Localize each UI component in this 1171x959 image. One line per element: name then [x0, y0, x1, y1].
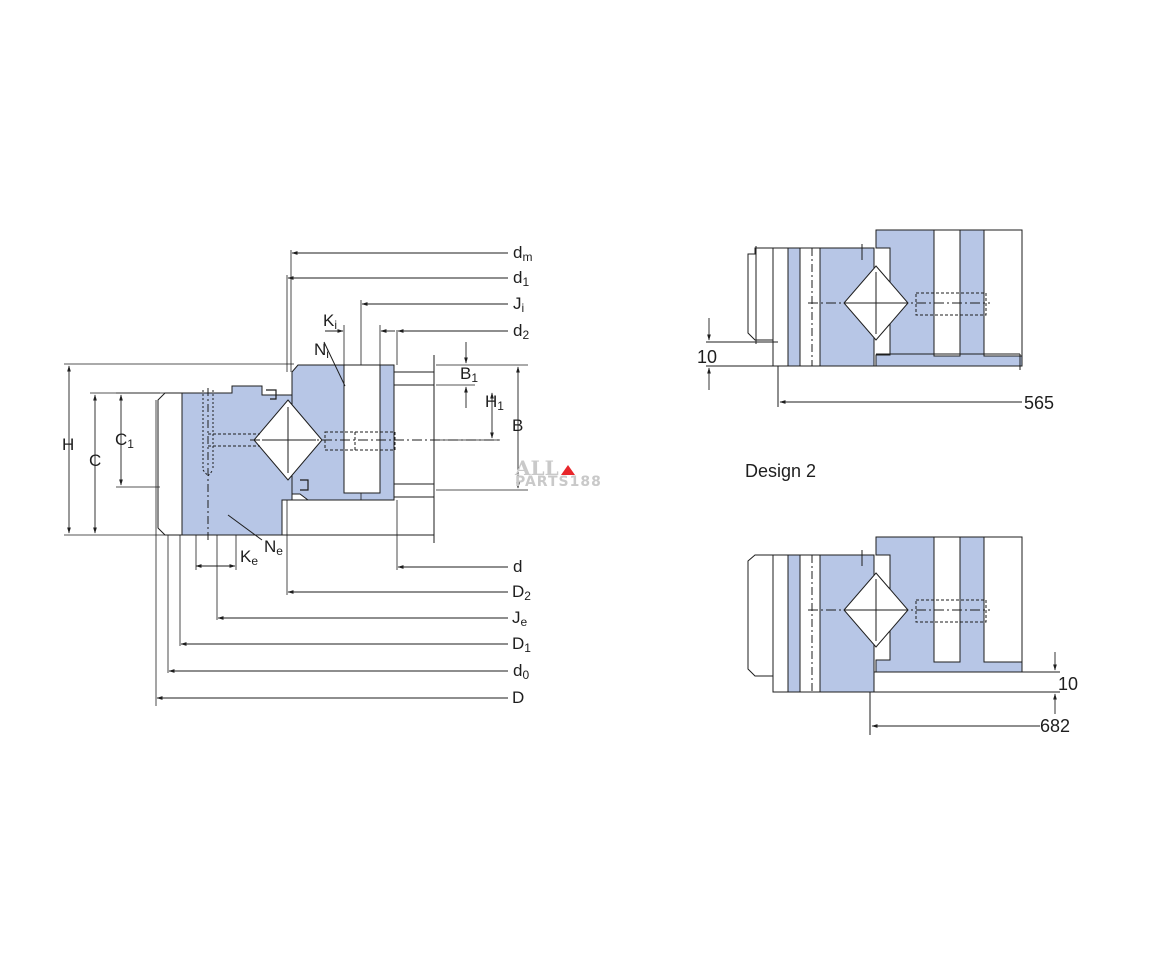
label-B: B: [512, 416, 524, 435]
label-D1: D1: [512, 634, 531, 656]
design2-top-view: [706, 229, 1023, 407]
design-2-title: Design 2: [745, 461, 817, 481]
label-H: H: [62, 435, 75, 454]
bottom-diameter-dimension: 682: [1040, 716, 1071, 736]
extension-lines: [64, 250, 528, 706]
label-Ni: Ni: [314, 340, 329, 362]
label-dm: dm: [513, 243, 533, 265]
label-Ji: Ji: [513, 294, 525, 316]
label-B1: B1: [460, 364, 479, 386]
label-Ki: Ki: [323, 311, 338, 333]
main-section: [157, 341, 500, 543]
bottom-height-dimension: 10: [1058, 674, 1079, 694]
label-d2: d2: [513, 321, 530, 343]
label-C: C: [89, 451, 102, 470]
label-H1: H1: [485, 392, 504, 414]
label-Ke: Ke: [240, 547, 259, 569]
seal-top: [266, 389, 277, 400]
label-Ne: Ne: [264, 537, 283, 559]
label-d1: d1: [513, 268, 530, 290]
label-d: d: [513, 557, 523, 576]
design2-bottom-view: [747, 536, 1060, 735]
label-D: D: [512, 688, 525, 707]
label-D2: D2: [512, 582, 531, 604]
top-diameter-dimension: 565: [1024, 393, 1055, 413]
flag-icon: [560, 465, 575, 475]
seal-bottom: [300, 479, 309, 491]
inner-gap: [343, 364, 381, 494]
dimension-lines: [67, 251, 520, 700]
top-height-dimension: 10: [697, 347, 718, 367]
watermark-logo: ALL PARTS188: [515, 456, 602, 490]
label-Je: Je: [512, 608, 528, 630]
label-d0: d0: [513, 661, 530, 683]
outer-flange: [157, 392, 183, 536]
label-C1: C1: [115, 430, 134, 452]
